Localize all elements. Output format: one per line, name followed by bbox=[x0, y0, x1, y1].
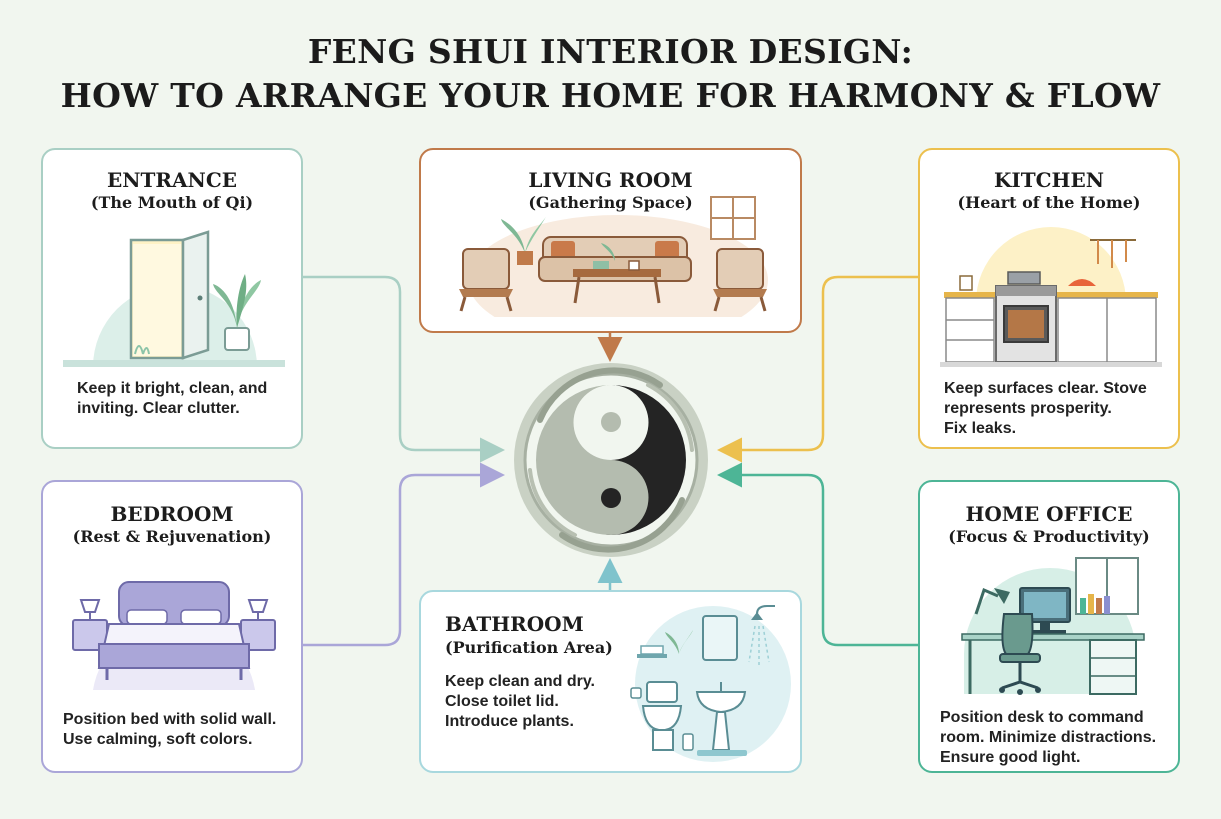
card-kitchen-desc: Keep surfaces clear. Stove represents pr… bbox=[944, 379, 1147, 439]
bed-nightstands-illustration bbox=[72, 581, 276, 690]
bathroom-desc-line-1: Keep clean and dry. bbox=[445, 673, 595, 690]
title-line-2: HOW TO ARRANGE YOUR HOME FOR HARMONY & F… bbox=[60, 76, 1161, 115]
connector-kitchen bbox=[717, 275, 918, 463]
card-bedroom-title: BEDROOM bbox=[110, 502, 234, 526]
open-door-plant-illustration bbox=[63, 230, 285, 367]
card-home-office-title: HOME OFFICE bbox=[965, 502, 1133, 526]
card-entrance-title: ENTRANCE bbox=[107, 168, 237, 192]
entrance-desc-line-2: inviting. Clear clutter. bbox=[77, 400, 240, 417]
card-entrance-subtitle: (The Mouth of Qi) bbox=[90, 193, 254, 212]
sofa-chairs-table-illustration bbox=[459, 196, 768, 317]
card-home-office-subtitle: (Focus & Productivity) bbox=[948, 527, 1150, 546]
kitchen-desc-line-1: Keep surfaces clear. Stove bbox=[944, 380, 1147, 397]
card-living-room: LIVING ROOM (Gathering Space) bbox=[419, 148, 802, 333]
card-home-office: HOME OFFICE (Focus & Productivity) Posit… bbox=[918, 480, 1180, 773]
card-bedroom-subtitle: (Rest & Rejuvenation) bbox=[72, 527, 272, 546]
yin-yang-swirl-icon bbox=[514, 363, 708, 557]
card-bedroom-desc: Position bed with solid wall. Use calmin… bbox=[63, 710, 276, 750]
card-bathroom-subtitle: (Purification Area) bbox=[445, 638, 613, 657]
title-line-1: FENG SHUI INTERIOR DESIGN: bbox=[307, 32, 914, 71]
card-entrance: ENTRANCE (The Mouth of Qi) Keep it brigh… bbox=[41, 148, 303, 449]
card-living-room-subtitle: (Gathering Space) bbox=[528, 193, 693, 212]
office-desc-line-3: Ensure good light. bbox=[940, 749, 1081, 766]
kitchen-stove-counter-illustration bbox=[940, 227, 1162, 367]
bathroom-desc-line-3: Introduce plants. bbox=[445, 713, 574, 730]
card-entrance-desc: Keep it bright, clean, and inviting. Cle… bbox=[77, 379, 267, 419]
kitchen-desc-line-3: Fix leaks. bbox=[944, 420, 1017, 437]
connector-bedroom bbox=[303, 462, 505, 647]
connector-office bbox=[717, 462, 918, 647]
office-desc-line-1: Position desk to command bbox=[940, 709, 1144, 726]
card-kitchen-subtitle: (Heart of the Home) bbox=[957, 193, 1141, 212]
card-bathroom-desc: Keep clean and dry. Close toilet lid. In… bbox=[445, 672, 595, 732]
toilet-sink-shower-illustration bbox=[630, 605, 791, 762]
card-bathroom-title: BATHROOM bbox=[445, 612, 584, 636]
entrance-desc-line-1: Keep it bright, clean, and bbox=[77, 380, 268, 397]
bedroom-desc-line-1: Position bed with solid wall. bbox=[63, 711, 277, 728]
card-home-office-desc: Position desk to command room. Minimize … bbox=[940, 708, 1156, 768]
card-kitchen: KITCHEN (Heart of the Home) Keep surface… bbox=[918, 148, 1180, 449]
card-bedroom: BEDROOM (Rest & Rejuvenation) Position b… bbox=[41, 480, 303, 773]
office-desc-line-2: room. Minimize distractions. bbox=[940, 729, 1157, 746]
card-bathroom: BATHROOM (Purification Area) Keep clean … bbox=[419, 590, 802, 773]
card-living-room-title: LIVING ROOM bbox=[528, 168, 693, 192]
desk-chair-monitor-illustration bbox=[961, 557, 1145, 695]
page-title: FENG SHUI INTERIOR DESIGN: HOW TO ARRANG… bbox=[0, 30, 1221, 118]
kitchen-desc-line-2: represents prosperity. bbox=[944, 400, 1112, 417]
bedroom-desc-line-2: Use calming, soft colors. bbox=[63, 731, 253, 748]
card-kitchen-title: KITCHEN bbox=[994, 168, 1104, 192]
bathroom-desc-line-2: Close toilet lid. bbox=[445, 693, 559, 710]
connector-entrance bbox=[303, 275, 505, 463]
